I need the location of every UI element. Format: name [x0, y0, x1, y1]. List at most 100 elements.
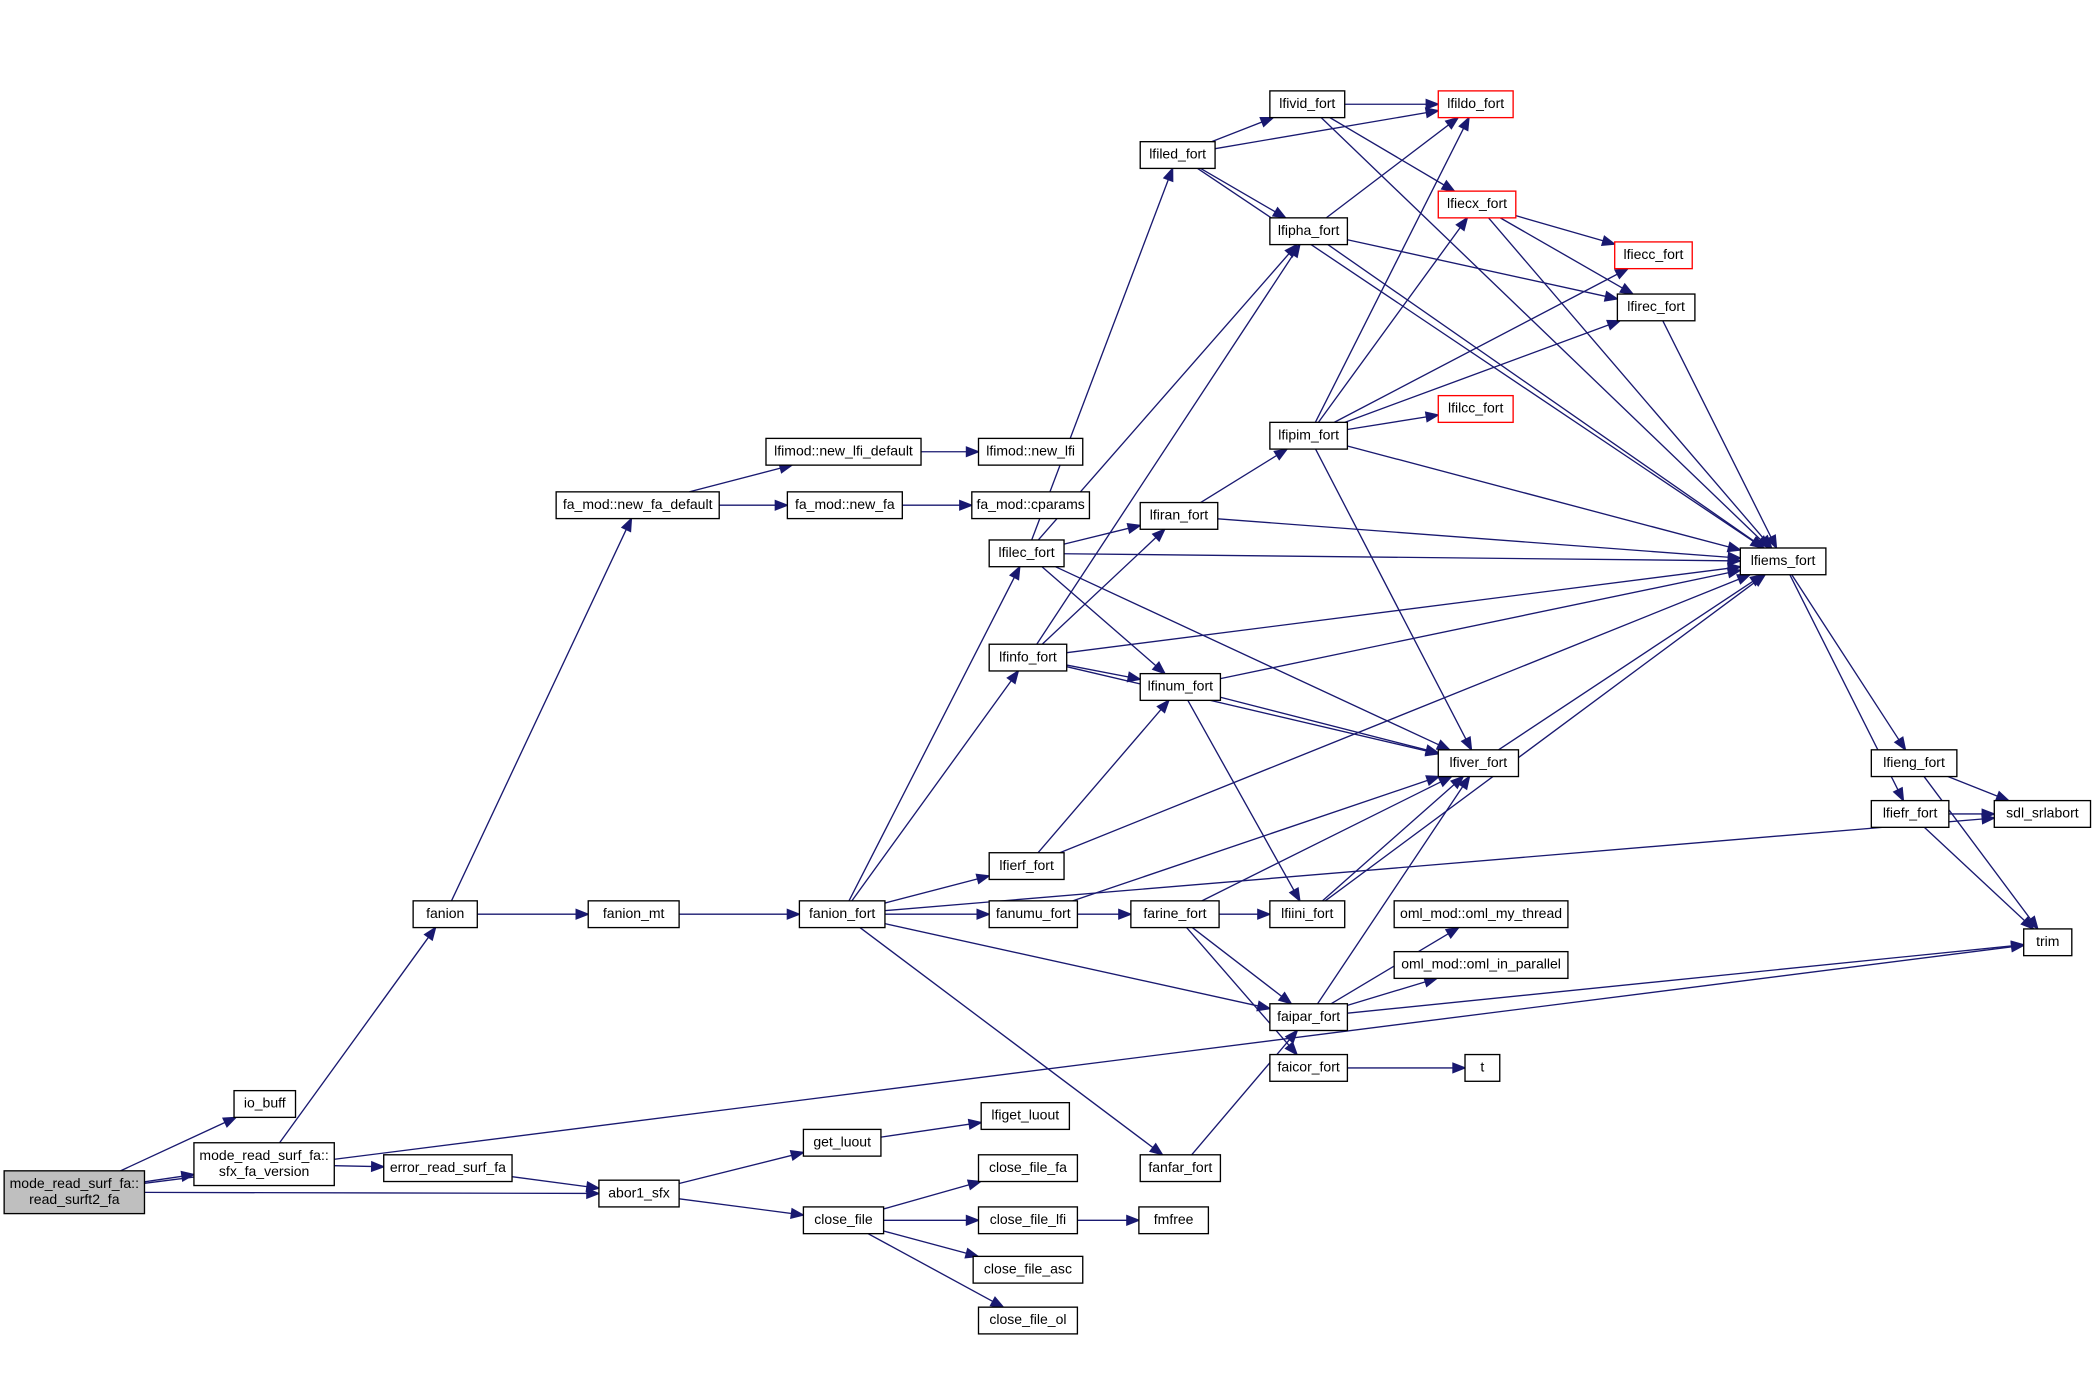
- node-lfildo-fort[interactable]: lfildo_fort: [1437, 90, 1514, 119]
- node-lfiecx-fort[interactable]: lfiecx_fort: [1437, 190, 1517, 219]
- node-lfieng-fort[interactable]: lfieng_fort: [1870, 749, 1958, 778]
- node-lfipha-fort[interactable]: lfipha_fort: [1269, 217, 1349, 246]
- node-faicor-fort[interactable]: faicor_fort: [1269, 1053, 1349, 1082]
- arrowhead-icon: [1440, 179, 1456, 193]
- node-lfipim-fort[interactable]: lfipim_fort: [1269, 421, 1349, 450]
- node-close-file-fa[interactable]: close_file_fa: [977, 1154, 1079, 1183]
- node-label: lfipha_fort: [1278, 222, 1340, 238]
- node-t[interactable]: t: [1464, 1053, 1501, 1082]
- edge-faipar_fort-to-oml_in_parallel: [1347, 977, 1438, 1007]
- edge-fanion_fort-to-lfinfo_fort: [851, 670, 1019, 902]
- node-lfiecc-fort[interactable]: lfiecc_fort: [1614, 241, 1693, 270]
- node-close-file[interactable]: close_file: [802, 1206, 885, 1235]
- node-new-fa-default[interactable]: fa_mod::new_fa_default: [555, 491, 720, 520]
- node-box: [802, 1128, 882, 1157]
- node-new-fa[interactable]: fa_mod::new_fa: [786, 491, 903, 520]
- node-label: lfiini_fort: [1281, 905, 1333, 921]
- node-label: lfieng_fort: [1883, 754, 1945, 770]
- edge-abor1_sfx-to-get_luout: [678, 1151, 804, 1185]
- node-label: fanion_fort: [809, 905, 875, 921]
- node-label: close_file_lfi: [990, 1211, 1066, 1227]
- node-lfiini-fort[interactable]: lfiini_fort: [1269, 900, 1346, 929]
- arrowhead-icon: [1435, 739, 1452, 751]
- arrowhead-icon: [965, 1214, 981, 1226]
- node-faipar-fort[interactable]: faipar_fort: [1269, 1003, 1349, 1032]
- arrowhead-icon: [1008, 565, 1021, 581]
- node-box: [1437, 749, 1520, 778]
- node-get-luout[interactable]: get_luout: [802, 1128, 882, 1157]
- node-lfiems-fort[interactable]: lfiems_fort: [1739, 547, 1827, 576]
- node-fanumu-fort[interactable]: fanumu_fort: [988, 900, 1079, 929]
- edge-lfinfo_fort-to-lfiver_fort: [1066, 666, 1439, 755]
- node-box: [587, 900, 680, 929]
- node-box: [1139, 141, 1216, 170]
- node-lfinfo-fort[interactable]: lfinfo_fort: [988, 643, 1068, 672]
- node-farine-fort[interactable]: farine_fort: [1130, 900, 1220, 929]
- edge-lfipim_fort-to-lfilcc_fort: [1347, 414, 1439, 431]
- node-lfierf-fort[interactable]: lfierf_fort: [988, 852, 1065, 881]
- node-box: [1437, 394, 1514, 424]
- node-close-file-asc[interactable]: close_file_asc: [972, 1255, 1084, 1284]
- node-label: mode_read_surf_fa::: [10, 1175, 139, 1191]
- node-label: lfinum_fort: [1148, 678, 1214, 694]
- arrowhead-icon: [1603, 290, 1620, 302]
- node-lfiget-luout[interactable]: lfiget_luout: [980, 1101, 1071, 1131]
- node-root[interactable]: mode_read_surf_fa::read_surft2_fa: [3, 1170, 146, 1215]
- node-close-file-lfi[interactable]: close_file_lfi: [977, 1206, 1079, 1235]
- node-lfiled-fort[interactable]: lfiled_fort: [1139, 141, 1216, 170]
- node-sfx[interactable]: mode_read_surf_fa::sfx_fa_version: [193, 1142, 335, 1187]
- node-box: [1130, 900, 1220, 929]
- node-lfiran-fort[interactable]: lfiran_fort: [1139, 501, 1219, 530]
- node-box: [1870, 749, 1958, 778]
- node-box: [1437, 190, 1517, 219]
- edge-lfiran_fort-to-lfipim_fort: [1200, 448, 1288, 504]
- node-fanfar-fort[interactable]: fanfar_fort: [1139, 1154, 1222, 1183]
- node-new-lfi[interactable]: lfimod::new_lfi: [977, 437, 1084, 466]
- edge-lfinfo_fort-to-lfiran_fort: [1041, 528, 1166, 645]
- node-fanion[interactable]: fanion: [412, 900, 478, 929]
- node-label: fanumu_fort: [996, 905, 1071, 921]
- node-label: close_file_fa: [989, 1159, 1067, 1175]
- node-sdl-srlabort[interactable]: sdl_srlabort: [1993, 799, 2092, 829]
- arrowhead-icon: [1444, 116, 1460, 130]
- arrowhead-icon: [1455, 216, 1469, 232]
- edge-lfipim_fort-to-lfiver_fort: [1314, 448, 1473, 751]
- node-label: fa_mod::cparams: [976, 496, 1084, 512]
- node-label: lfimod::new_lfi: [986, 442, 1075, 458]
- node-abor1-sfx[interactable]: abor1_sfx: [598, 1179, 680, 1208]
- edge-lfipim_fort-to-lfiems_fort: [1347, 445, 1741, 551]
- node-label: lfirec_fort: [1627, 298, 1685, 314]
- node-box: [988, 539, 1065, 568]
- node-trim[interactable]: trim: [2023, 928, 2073, 957]
- arrowhead-icon: [1460, 735, 1473, 752]
- edge-faipar_fort-to-lfiver_fort: [1317, 776, 1471, 1005]
- arrowhead-icon: [1619, 282, 1635, 295]
- node-lfiefr-fort[interactable]: lfiefr_fort: [1870, 799, 1950, 829]
- node-lfivid-fort[interactable]: lfivid_fort: [1269, 90, 1346, 119]
- node-lfilec-fort[interactable]: lfilec_fort: [988, 539, 1065, 568]
- node-fmfree[interactable]: fmfree: [1138, 1206, 1210, 1235]
- arrowhead-icon: [975, 873, 991, 885]
- arrowhead-icon: [1271, 206, 1288, 219]
- node-oml-my-thread[interactable]: oml_mod::oml_my_thread: [1393, 900, 1569, 929]
- node-label: lfilec_fort: [999, 544, 1055, 560]
- node-oml-in-parallel[interactable]: oml_mod::oml_in_parallel: [1393, 950, 1569, 980]
- edge-farine_fort-to-lfiver_fort: [1201, 775, 1452, 902]
- node-error-read-surf-fa[interactable]: error_read_surf_fa: [383, 1154, 513, 1183]
- arrowhead-icon: [1257, 908, 1272, 920]
- node-label: sfx_fa_version: [219, 1163, 309, 1179]
- node-lfilcc-fort[interactable]: lfilcc_fort: [1437, 394, 1514, 424]
- node-label: lfiefr_fort: [1883, 805, 1938, 821]
- node-fanion-fort[interactable]: fanion_fort: [798, 900, 886, 929]
- node-lfirec-fort[interactable]: lfirec_fort: [1616, 293, 1696, 322]
- node-close-file-ol[interactable]: close_file_ol: [977, 1306, 1079, 1335]
- node-fanion-mt[interactable]: fanion_mt: [587, 900, 680, 929]
- node-lfiver-fort[interactable]: lfiver_fort: [1437, 749, 1520, 778]
- node-new-lfi-default[interactable]: lfimod::new_lfi_default: [765, 437, 922, 466]
- node-label: close_file: [814, 1211, 873, 1227]
- node-cparams[interactable]: fa_mod::cparams: [971, 491, 1091, 520]
- node-lfinum-fort[interactable]: lfinum_fort: [1139, 672, 1222, 702]
- node-io-buff[interactable]: io_buff: [233, 1089, 297, 1119]
- arrowhead-icon: [1452, 1062, 1467, 1074]
